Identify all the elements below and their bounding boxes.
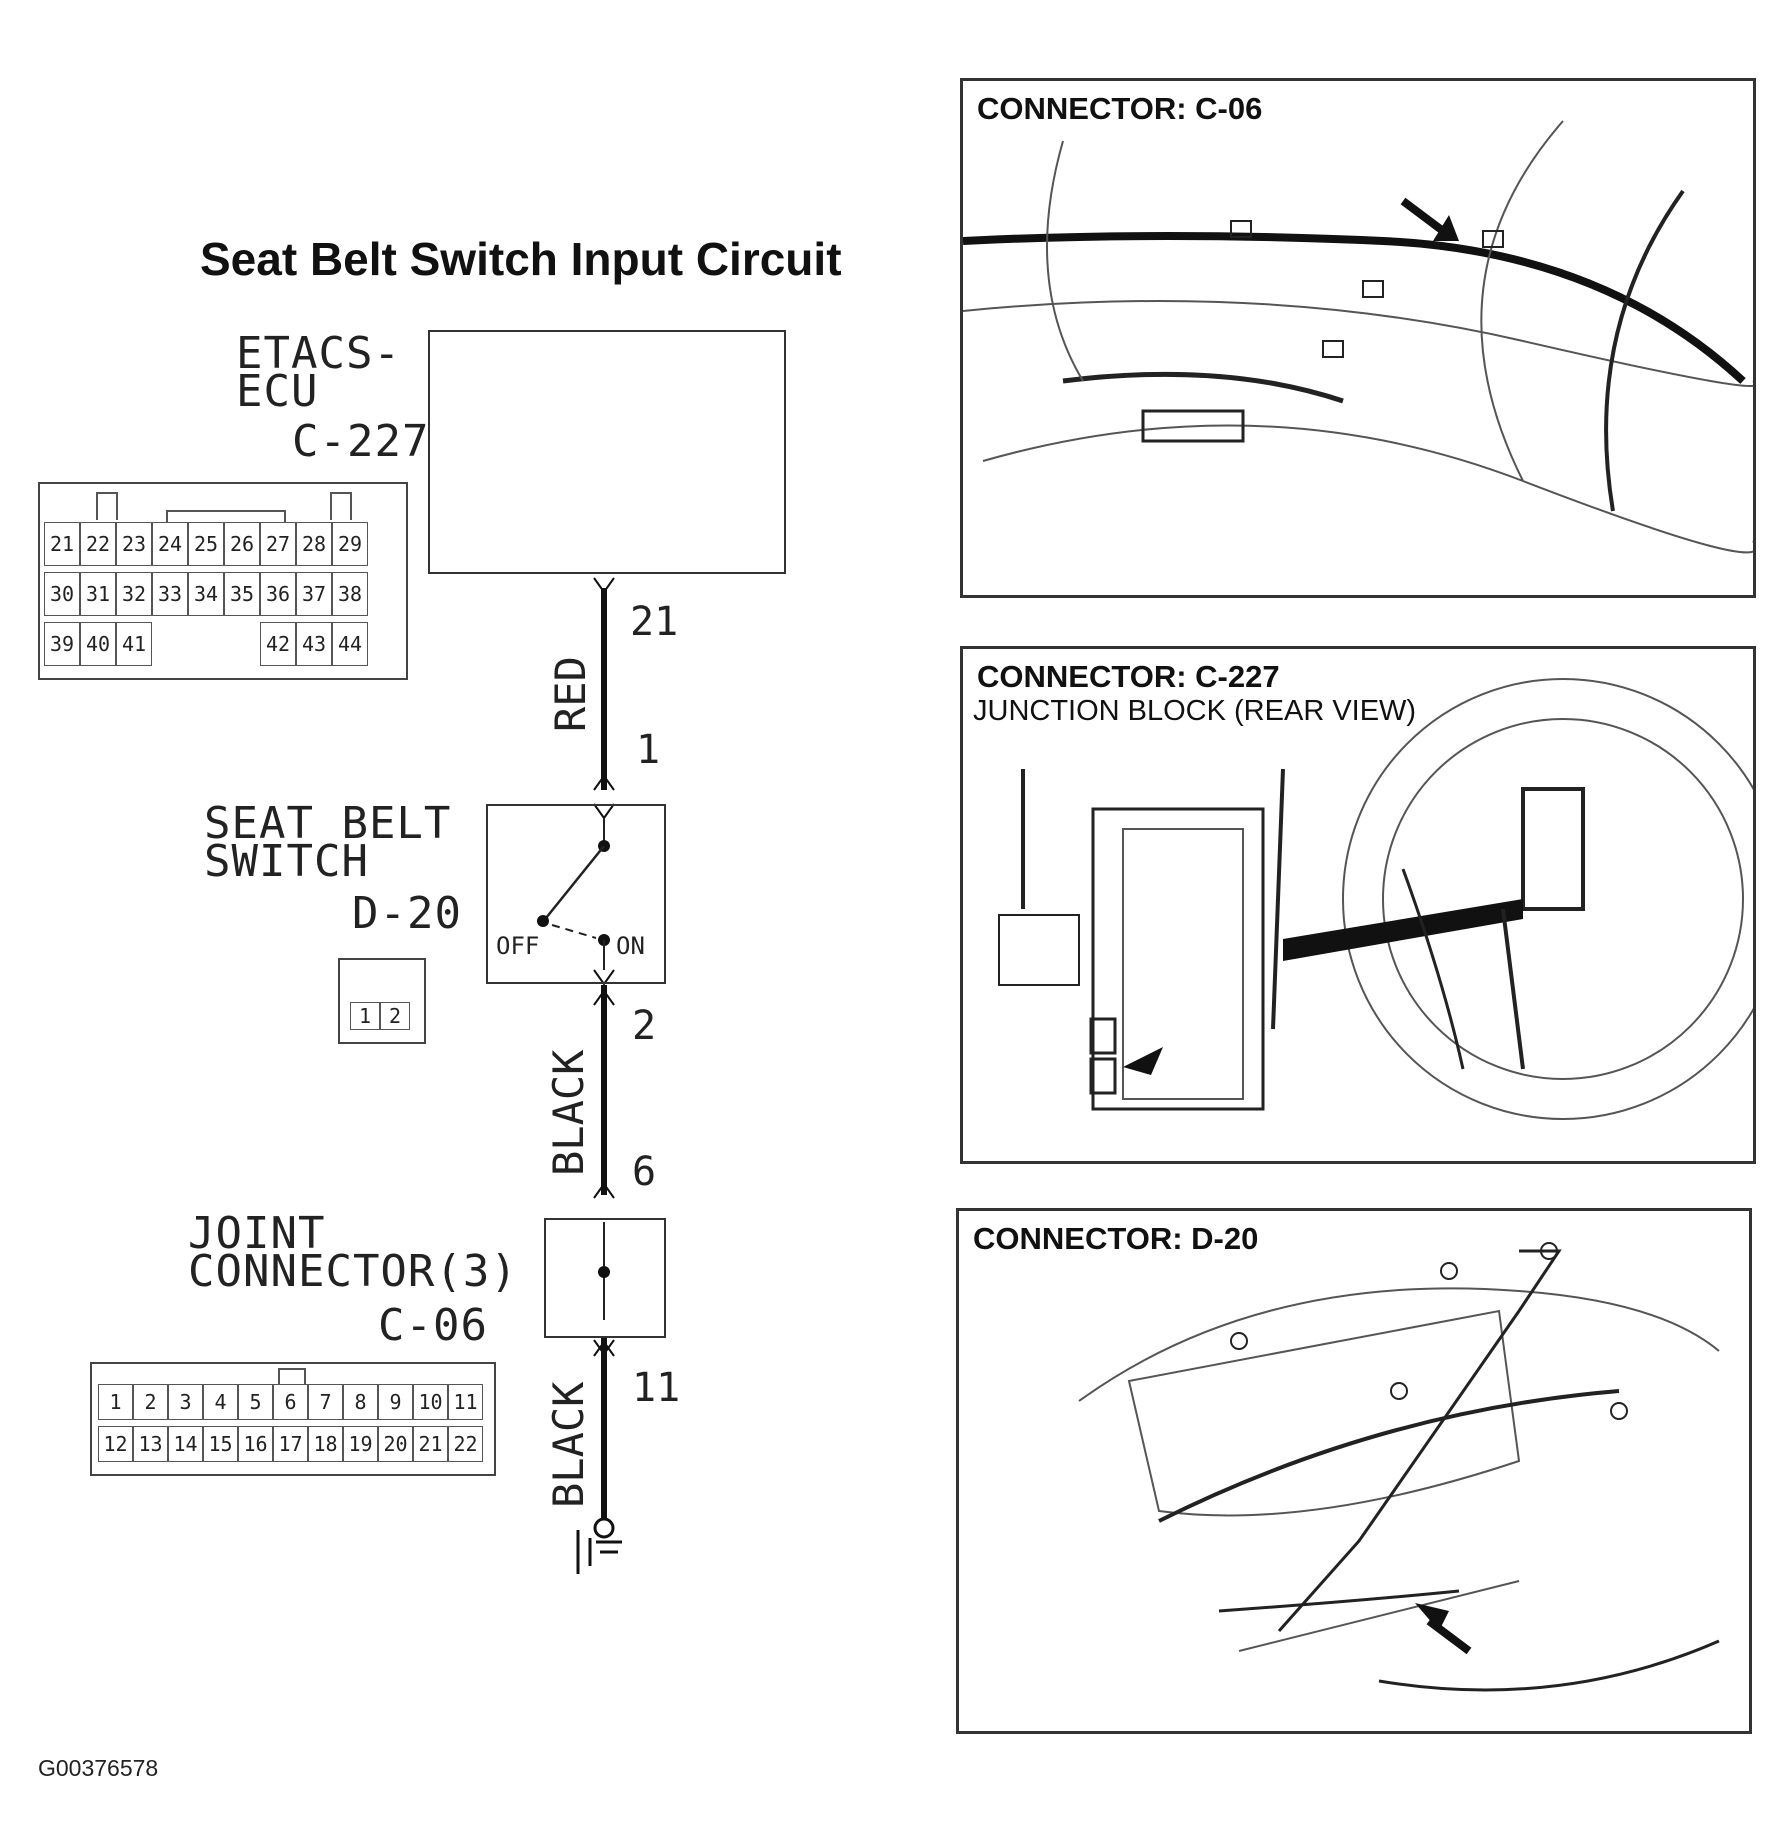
switch-connector-id: D-20	[352, 888, 462, 939]
connector-pin: 33	[152, 572, 188, 616]
connector-pin: 14	[168, 1426, 203, 1462]
connector-pin: 19	[343, 1426, 378, 1462]
connector-pin: 6	[273, 1384, 308, 1420]
connector-pin: 2	[133, 1384, 168, 1420]
switch-label-line2: SWITCH	[204, 836, 369, 887]
connector-pin: 44	[332, 622, 368, 666]
connector-pin: 10	[413, 1384, 448, 1420]
panel-title-d20: CONNECTOR: D-20	[973, 1221, 1259, 1256]
pin-label-2: 2	[632, 1003, 657, 1049]
connector-pin: 4	[203, 1384, 238, 1420]
wire-color-black-2: BLACK	[544, 1381, 593, 1508]
connector-pin: 35	[224, 572, 260, 616]
connector-pin: 40	[80, 622, 116, 666]
connector-pin: 8	[343, 1384, 378, 1420]
connector-pin: 31	[80, 572, 116, 616]
panel-title-c227: CONNECTOR: C-227	[977, 659, 1280, 694]
connector-key	[166, 510, 286, 522]
etacs-ecu-box	[428, 330, 786, 574]
d20-connector-face: 1 2	[338, 958, 426, 1044]
connector-pin: 42	[260, 622, 296, 666]
pin-label-21: 21	[630, 599, 679, 645]
pin-label-1: 1	[636, 727, 661, 773]
switch-off-label: OFF	[496, 932, 540, 960]
panel-connector-c227: CONNECTOR: C-227 JUNCTION BLOCK (REAR VI…	[960, 646, 1756, 1164]
connector-latch	[330, 492, 352, 520]
diagram-title: Seat Belt Switch Input Circuit	[200, 233, 842, 285]
connector-pin: 43	[296, 622, 332, 666]
connector-pin: 12	[98, 1426, 133, 1462]
junction-block-illustration	[998, 678, 1753, 1120]
connector-pin: 22	[80, 522, 116, 566]
connector-pin: 32	[116, 572, 152, 616]
d20-pin: 1	[350, 1002, 380, 1030]
pin-label-6: 6	[632, 1149, 657, 1195]
connector-pin: 17	[273, 1426, 308, 1462]
connector-key	[278, 1368, 306, 1384]
connector-pin: 28	[296, 522, 332, 566]
pin-label-11: 11	[632, 1365, 681, 1411]
wire-color-black: BLACK	[544, 1049, 593, 1176]
connector-pin: 20	[378, 1426, 413, 1462]
wire-color-red: RED	[546, 656, 595, 732]
connector-pin: 24	[152, 522, 188, 566]
connector-pin: 34	[188, 572, 224, 616]
etacs-connector-id: C-227	[292, 416, 430, 467]
connector-pin: 16	[238, 1426, 273, 1462]
joint-connector-box	[544, 1218, 666, 1338]
connector-latch	[96, 492, 118, 520]
connector-pin: 23	[116, 522, 152, 566]
figure-id: G00376578	[38, 1755, 159, 1781]
panel-subtitle-c227: JUNCTION BLOCK (REAR VIEW)	[973, 695, 1417, 727]
connector-pin: 18	[308, 1426, 343, 1462]
joint-label-line2: CONNECTOR(3)	[188, 1246, 518, 1297]
connector-pin: 3	[168, 1384, 203, 1420]
connector-pin: 13	[133, 1426, 168, 1462]
seat-belt-switch-box	[486, 804, 666, 984]
d20-pin: 2	[380, 1002, 410, 1030]
panel-connector-d20: CONNECTOR: D-20	[956, 1208, 1752, 1734]
etacs-label-line2: ECU	[236, 366, 319, 417]
connector-pin: 7	[308, 1384, 343, 1420]
connector-pin: 1	[98, 1384, 133, 1420]
harness-illustration-c06	[963, 120, 1753, 554]
panel-title-c06: CONNECTOR: C-06	[977, 91, 1263, 126]
connector-pin: 29	[332, 522, 368, 566]
connector-pin: 25	[188, 522, 224, 566]
connector-pin: 37	[296, 572, 332, 616]
connector-pin: 26	[224, 522, 260, 566]
switch-label-line1: SEAT BELT	[204, 798, 452, 849]
connector-pin: 22	[448, 1426, 483, 1462]
connector-pin: 36	[260, 572, 296, 616]
connector-pin: 11	[448, 1384, 483, 1420]
connector-pin: 27	[260, 522, 296, 566]
panel-connector-c06: CONNECTOR: C-06	[960, 78, 1756, 598]
connector-pin: 21	[413, 1426, 448, 1462]
connector-pin: 15	[203, 1426, 238, 1462]
joint-label-line1: JOINT	[188, 1208, 326, 1259]
connector-pin: 30	[44, 572, 80, 616]
connector-pin: 5	[238, 1384, 273, 1420]
connector-pin: 39	[44, 622, 80, 666]
switch-on-label: ON	[616, 932, 645, 960]
joint-connector-id: C-06	[378, 1300, 488, 1351]
connector-pin: 21	[44, 522, 80, 566]
roof-harness-illustration	[1078, 1242, 1720, 1692]
etacs-label-line1: ETACS-	[236, 328, 401, 379]
connector-pin: 38	[332, 572, 368, 616]
connector-pin: 9	[378, 1384, 413, 1420]
connector-pin: 41	[116, 622, 152, 666]
